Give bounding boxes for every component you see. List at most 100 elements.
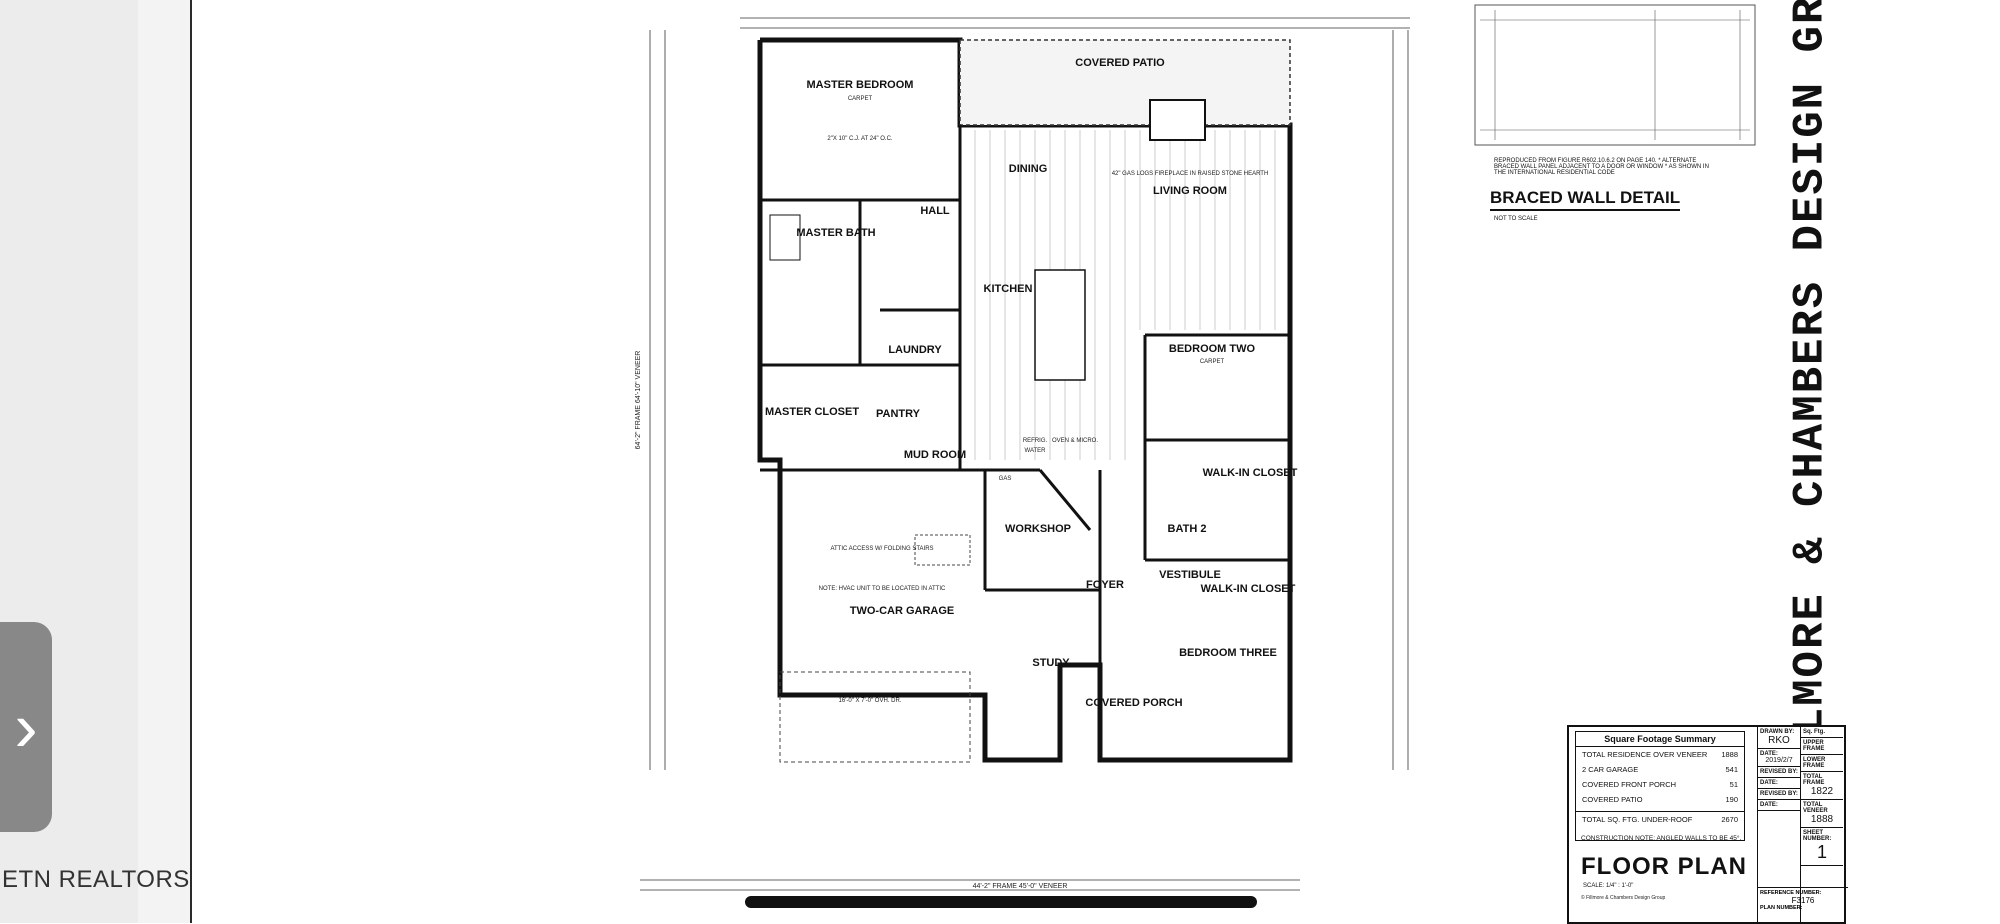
chevron-right-icon: › [14,688,38,766]
reference-value: F3176 [1791,896,1815,905]
sqft-row: TOTAL RESIDENCE OVER VENEER 1888 [1576,747,1744,762]
previous-image-button[interactable]: › [0,622,52,832]
drawn-by-value: RKO [1768,735,1790,746]
upper-frame-cell: UPPER FRAME [1801,738,1843,755]
room-kitchen: KITCHEN [984,283,1033,295]
dimension-overall-width: 44'-2" FRAME 45'-0" VENEER [973,883,1068,890]
note-oven: OVEN & MICRO. [1052,438,1098,444]
braced-wall-title: BRACED WALL DETAIL [1490,188,1681,211]
braced-wall-detail-graphic [1474,4,1756,146]
date-label: DATE: [1760,751,1778,757]
sheet-number-label: SHEET NUMBER: [1803,830,1832,842]
room-vestibule: VESTIBULE [1159,569,1221,581]
floor-plan-title: FLOOR PLAN [1581,853,1747,880]
upper-frame-label: UPPER FRAME [1803,740,1825,752]
sqft-row-label: 2 CAR GARAGE [1582,765,1639,774]
square-footage-summary: Square Footage Summary TOTAL RESIDENCE O… [1575,731,1745,841]
sqft-row: COVERED FRONT PORCH 51 [1576,777,1744,792]
braced-wall-subtitle: NOT TO SCALE [1494,216,1538,222]
sqft-row-value: 1888 [1721,750,1738,759]
total-veneer-label: TOTAL VENEER [1803,802,1828,814]
room-dining: DINING [1009,163,1048,175]
horizontal-scrollbar[interactable] [745,896,1257,908]
room-living-room: LIVING ROOM [1153,185,1227,197]
sheet-number-cell: SHEET NUMBER:1 [1801,828,1843,866]
revised-cell-2: REVISED BY: [1758,789,1800,800]
revised-label: REVISED BY: [1760,769,1798,775]
room-covered-patio: COVERED PATIO [1075,57,1165,69]
note-attic: ATTIC ACCESS W/ FOLDING STAIRS [830,546,933,552]
room-master-bedroom: MASTER BEDROOM [807,79,914,91]
drawn-by-cell: DRAWN BY:RKO [1758,727,1800,749]
sqft-header-cell: Sq. Ftg. [1801,727,1843,738]
revised-label-2: REVISED BY: [1760,791,1798,797]
room-hall: HALL [920,205,950,217]
room-covered-porch: COVERED PORCH [1085,697,1182,709]
room-mud-room: MUD ROOM [904,449,966,461]
title-info-columns: DRAWN BY:RKO DATE:2019/2/7 REVISED BY: D… [1757,727,1848,922]
sqft-header: Sq. Ftg. [1803,729,1825,735]
room-foyer: FOYER [1086,579,1124,591]
date-cell-2: DATE: [1758,778,1800,789]
plan-number-label: PLAN NUMBER: [1760,905,1803,911]
title-block: Square Footage Summary TOTAL RESIDENCE O… [1567,725,1848,924]
sqft-row-value: 190 [1725,795,1738,804]
sqft-row: COVERED PATIO 190 [1576,792,1744,807]
copyright-note: © Fillmore & Chambers Design Group [1581,895,1666,901]
note-carpet-master: CARPET [848,96,873,102]
room-study: STUDY [1032,657,1070,669]
note-beam-ceiling: 2"X 10" C.J. AT 24" O.C. [827,136,893,142]
date-label-2: DATE: [1760,780,1778,786]
watermark-text: ETN REALTORS [2,866,190,893]
scale-note: SCALE: 1/4" : 1'-0" [1583,883,1634,889]
viewer-gutter [138,0,190,923]
date-cell-3: DATE: [1758,800,1800,811]
info-column-left: DRAWN BY:RKO DATE:2019/2/7 REVISED BY: D… [1758,727,1801,922]
note-hvac: NOTE: HVAC UNIT TO BE LOCATED IN ATTIC [819,586,946,592]
sqft-row-value: 541 [1725,765,1738,774]
room-two-car-garage: TWO-CAR GARAGE [850,605,955,617]
room-master-bath: MASTER BATH [796,227,875,239]
construction-note: CONSTRUCTION NOTE: ANGLED WALLS TO BE 45… [1581,835,1742,842]
room-walk-in-closet-1: WALK-IN CLOSET [1203,467,1298,479]
room-bedroom-three: BEDROOM THREE [1179,647,1277,659]
firm-title-text: FILLMORE & CHAMBERS DESIGN GROUP [1785,0,1835,820]
room-pantry: PANTRY [876,408,921,420]
drawn-by-label: DRAWN BY: [1760,729,1795,735]
sqft-total-label: TOTAL SQ. FTG. UNDER-ROOF [1582,815,1693,824]
date-value: 2019/2/7 [1765,757,1793,764]
sqft-row-label: TOTAL RESIDENCE OVER VENEER [1582,750,1708,759]
note-ref: REFRIG. [1023,438,1048,444]
sheet-number-value: 1 [1816,842,1827,862]
firm-title-vertical: FILLMORE & CHAMBERS DESIGN GROUP [1770,0,1850,819]
braced-wall-note: REPRODUCED FROM FIGURE R602.10.6.2 ON PA… [1494,158,1709,176]
note-fireplace: 42" GAS LOGS FIREPLACE IN RAISED STONE H… [1112,171,1269,177]
room-master-closet: MASTER CLOSET [765,406,859,418]
room-workshop: WORKSHOP [1005,523,1071,535]
note-overhead-door: 16'-0" X 7'-0" OVH. DR. [839,698,902,704]
revised-cell: REVISED BY: [1758,767,1800,778]
room-bedroom-two: BEDROOM TWO [1169,343,1256,355]
date-label-3: DATE: [1760,802,1778,808]
total-veneer-value: 1888 [1810,814,1834,825]
date-cell: DATE:2019/2/7 [1758,749,1800,767]
note-water: WATER [1025,448,1047,454]
sqft-row-label: COVERED PATIO [1582,795,1643,804]
lower-frame-label: LOWER FRAME [1803,757,1826,769]
room-walk-in-closet-2: WALK-IN CLOSET [1201,583,1296,595]
sqft-row-label: COVERED FRONT PORCH [1582,780,1677,789]
room-bath-2: BATH 2 [1168,523,1207,535]
info-column-right: Sq. Ftg. UPPER FRAME LOWER FRAME TOTAL F… [1801,727,1843,922]
sqft-title: Square Footage Summary [1576,732,1744,747]
dimension-overall-depth: 64'-2" FRAME 64'-10" VENEER [635,351,642,450]
total-frame-value: 1822 [1810,786,1834,797]
note-gas: GAS [999,476,1012,482]
room-laundry: LAUNDRY [888,344,942,356]
reference-label: REFERENCE NUMBER: [1760,890,1822,896]
sqft-row-value: 51 [1729,780,1738,789]
note-carpet-bed2: CARPET [1200,359,1225,365]
